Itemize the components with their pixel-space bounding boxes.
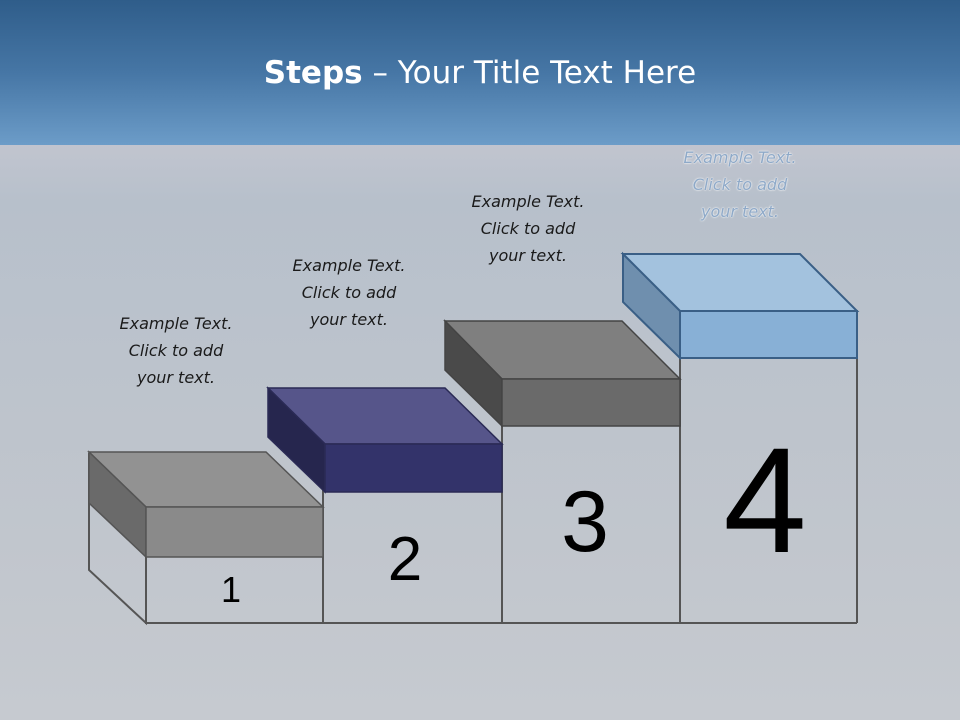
step-4-line-2: Click to add: [692, 175, 788, 194]
step-3-front: [501, 378, 681, 427]
step-3-number: 3: [561, 474, 609, 570]
step-4-line-3: your text.: [700, 202, 779, 221]
step-2-line-2: Click to add: [301, 283, 397, 302]
step-1-line-3: your text.: [136, 368, 215, 387]
step-2-front: [324, 443, 503, 493]
title-banner: [0, 0, 960, 145]
step-1-line-1: Example Text.: [119, 314, 233, 333]
step-2-label[interactable]: Example Text. Click to add your text.: [249, 252, 449, 333]
step-4-label[interactable]: Example Text. Click to add your text.: [640, 144, 840, 225]
step-1-label[interactable]: Example Text. Click to add your text.: [76, 310, 276, 391]
title-bold: Steps: [263, 55, 363, 91]
step-4-block[interactable]: [620, 251, 860, 361]
step-4-number: 4: [723, 416, 807, 584]
step-1-line-2: Click to add: [128, 341, 224, 360]
step-1-front: [145, 506, 324, 558]
step-2-block[interactable]: [266, 386, 504, 494]
step-2-number: 2: [387, 525, 423, 594]
step-3-line-2: Click to add: [480, 219, 576, 238]
title-rest: – Your Title Text Here: [362, 55, 697, 91]
step-3-line-3: your text.: [488, 246, 567, 265]
step-3-line-1: Example Text.: [471, 192, 585, 211]
step-3-block[interactable]: [443, 319, 682, 428]
step-1-block[interactable]: [87, 450, 325, 559]
step-4-line-1: Example Text.: [683, 148, 797, 167]
step-3-label[interactable]: Example Text. Click to add your text.: [428, 188, 628, 269]
slide-title[interactable]: Steps – Your Title Text Here: [0, 55, 960, 91]
step-2-line-1: Example Text.: [292, 256, 406, 275]
step-1-number: 1: [220, 569, 242, 610]
step-4-front: [679, 310, 858, 359]
step-2-line-3: your text.: [309, 310, 388, 329]
